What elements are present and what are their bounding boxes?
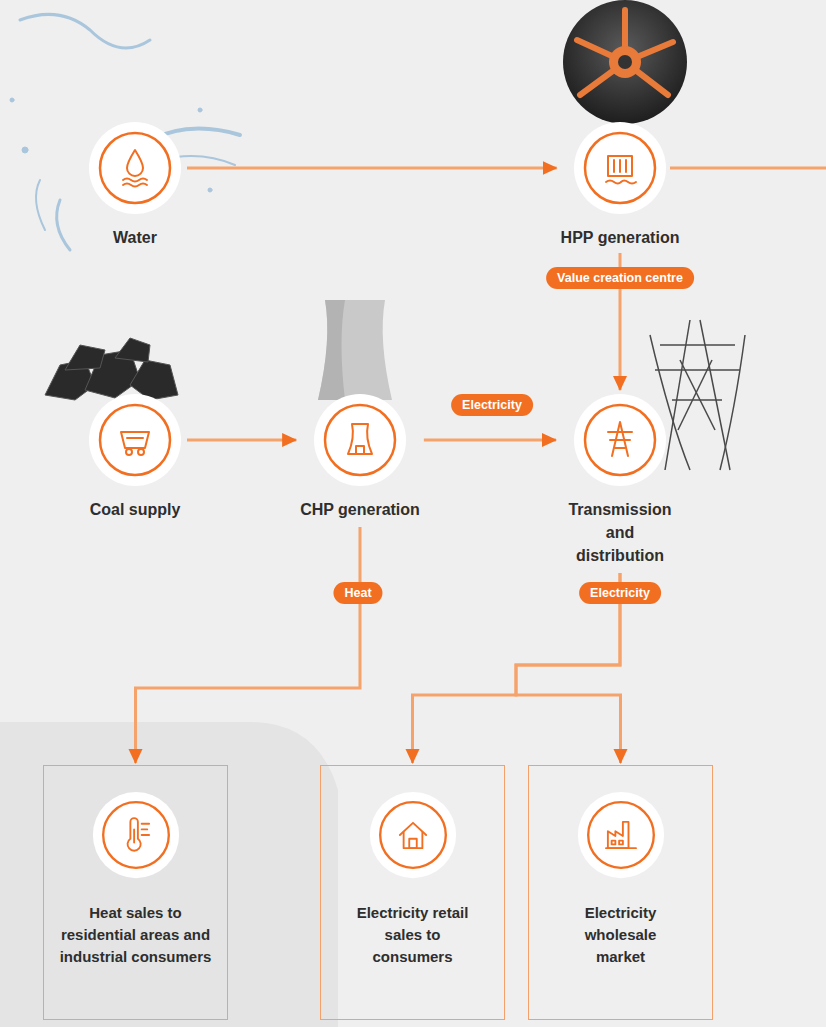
- node-label: CHP generation: [300, 498, 420, 521]
- node-label: Water: [113, 226, 157, 249]
- node-icon: [576, 790, 666, 880]
- edge-label: Heat: [333, 582, 382, 604]
- edge-label: Value creation centre: [546, 267, 694, 289]
- icon-circle: [572, 120, 668, 216]
- flow-arrow: [187, 167, 557, 170]
- node-icon: [87, 392, 183, 488]
- node-icon: [572, 120, 668, 216]
- ground-region: [0, 722, 338, 1027]
- node-label: Coal supply: [90, 498, 181, 521]
- node-label: HPP generation: [561, 226, 680, 249]
- node-label: Electricity retail sales to consumers: [350, 902, 475, 968]
- output-box: Electricity retail sales to consumers: [320, 765, 505, 1020]
- process-circle: Transmission and distribution: [560, 392, 680, 567]
- output-box: Electricity wholesale market: [528, 765, 713, 1020]
- outflow-line: [670, 167, 826, 170]
- coal-picture: [45, 338, 178, 400]
- icon-circle: [87, 392, 183, 488]
- flow-arrow: [136, 527, 360, 763]
- water-splash: [10, 14, 240, 250]
- process-circle: Coal supply: [87, 392, 183, 521]
- node-icon: [87, 120, 183, 216]
- edge-label: Electricity: [451, 394, 533, 416]
- flow-arrow: [424, 439, 556, 442]
- cooling-tower-picture: [318, 300, 392, 400]
- process-circle: HPP generation: [561, 120, 680, 249]
- node-label: Heat sales to residential areas and indu…: [60, 902, 212, 968]
- process-circle: Water: [87, 120, 183, 249]
- icon-circle: [87, 120, 183, 216]
- node-icon: [572, 392, 668, 488]
- node-label: Transmission and distribution: [560, 498, 680, 567]
- node-icon: [91, 790, 181, 880]
- icon-circle: [312, 392, 408, 488]
- flow-arrow: [187, 439, 296, 442]
- turbine-picture: [563, 0, 687, 124]
- node-label: Electricity wholesale market: [558, 902, 683, 968]
- node-icon: [312, 392, 408, 488]
- edge-label: Electricity: [579, 582, 661, 604]
- output-box: Heat sales to residential areas and indu…: [43, 765, 228, 1020]
- process-circle: CHP generation: [300, 392, 420, 521]
- icon-circle: [572, 392, 668, 488]
- node-icon: [368, 790, 458, 880]
